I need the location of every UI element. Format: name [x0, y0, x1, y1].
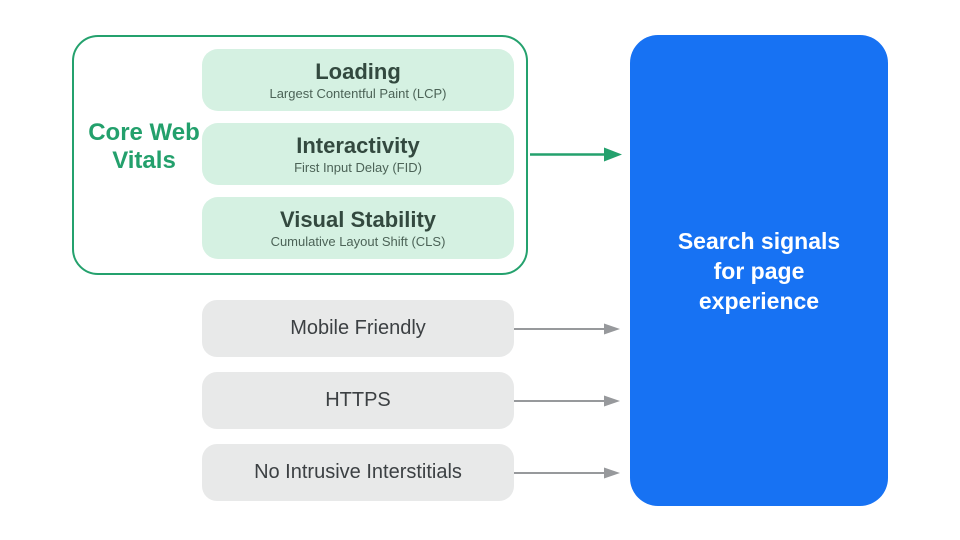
metric-subtitle-cls: Cumulative Layout Shift (CLS) — [270, 233, 446, 249]
result-text-line: experience — [698, 287, 820, 314]
metric-subtitle-lcp: Largest Contentful Paint (LCP) — [269, 85, 447, 101]
gray-arrow-icon — [514, 467, 620, 479]
metric-title-visual-stability: Visual Stability — [279, 206, 437, 232]
signal-label-https: HTTPS — [325, 389, 391, 411]
search-signals-result-box: Search signals for page experience — [630, 35, 888, 506]
signal-box-mobile-friendly: Mobile Friendly — [202, 300, 514, 357]
signal-box-https: HTTPS — [202, 372, 514, 429]
metric-box-loading: Loading Largest Contentful Paint (LCP) — [202, 49, 514, 111]
signal-box-no-intrusive-interstitials: No Intrusive Interstitials — [202, 444, 514, 501]
metric-box-interactivity: Interactivity First Input Delay (FID) — [202, 123, 514, 185]
core-web-vitals-label: Core Web Vitals — [88, 119, 200, 174]
gray-arrow-icon — [514, 323, 620, 335]
metric-title-loading: Loading — [315, 58, 401, 84]
green-arrow-icon — [530, 147, 622, 162]
metric-title-interactivity: Interactivity — [296, 132, 420, 158]
gray-arrow-icon — [514, 395, 620, 407]
signal-label-no-intrusive-interstitials: No Intrusive Interstitials — [254, 461, 462, 483]
result-text-line: Search signals — [677, 227, 841, 254]
metric-subtitle-fid: First Input Delay (FID) — [294, 159, 422, 175]
metric-box-visual-stability: Visual Stability Cumulative Layout Shift… — [202, 197, 514, 259]
result-text-line: for page — [713, 257, 805, 284]
signal-label-mobile-friendly: Mobile Friendly — [290, 317, 426, 339]
